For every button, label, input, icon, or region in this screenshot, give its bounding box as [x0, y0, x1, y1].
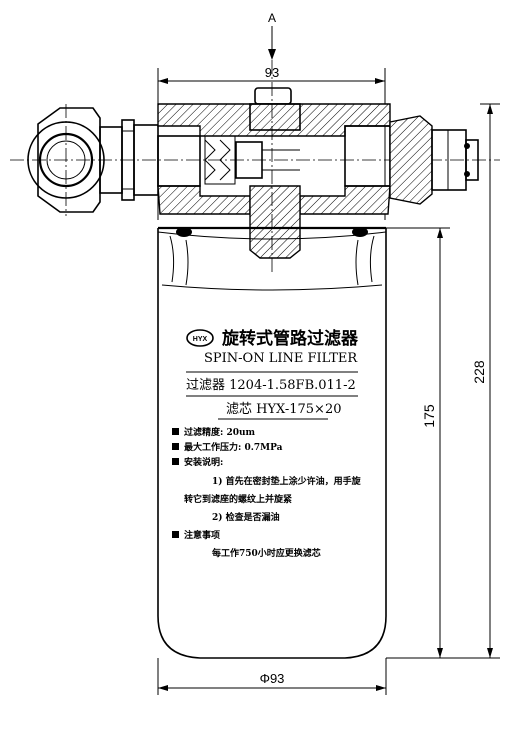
- bullet-icon: [172, 531, 179, 538]
- model-line: 过滤器 1204-1.58FB.011-2: [186, 378, 356, 393]
- bullet-icon: [172, 428, 179, 435]
- install-heading: 安装说明:: [184, 456, 223, 468]
- element-height-dimension: 175: [386, 227, 450, 659]
- spec-pressure: 最大工作压力: 0.7MPa: [184, 441, 283, 453]
- filter-element-body: [157, 226, 387, 659]
- logo-text: HYX: [193, 336, 208, 343]
- element-height-value: 175: [421, 404, 437, 428]
- install-step1b: 转它到滤座的螺纹上并旋紧: [184, 493, 292, 505]
- overall-height-value: 228: [471, 360, 487, 384]
- install-step2: 2) 检查是否漏油: [212, 511, 280, 523]
- element-diameter-dimension: Φ93: [157, 658, 387, 695]
- notes-heading: 注意事项: [184, 529, 220, 541]
- title-cn: 旋转式管路过滤器: [221, 328, 359, 349]
- section-marker-label: A: [268, 11, 276, 25]
- element-diameter-value: Φ93: [260, 671, 285, 686]
- spec-precision: 过滤精度: 20um: [184, 426, 256, 438]
- product-label: HYX 旋转式管路过滤器 SPIN-ON LINE FILTER 过滤器 120…: [172, 328, 362, 559]
- outlet-fitting: [389, 115, 479, 205]
- brand-logo: [186, 329, 214, 347]
- element-line: 滤芯 HYX-175×20: [226, 402, 341, 417]
- section-marker: A: [268, 11, 276, 60]
- filter-head-section: [157, 60, 391, 275]
- title-en: SPIN-ON LINE FILTER: [204, 351, 358, 366]
- bullet-icon: [172, 458, 179, 465]
- overall-height-dimension: 228: [420, 103, 500, 659]
- install-step1a: 1) 首先在密封垫上涂少许油，用手旋: [212, 475, 362, 487]
- bullet-icon: [172, 443, 179, 450]
- notes-text: 每工作750小时应更换滤芯: [212, 547, 321, 559]
